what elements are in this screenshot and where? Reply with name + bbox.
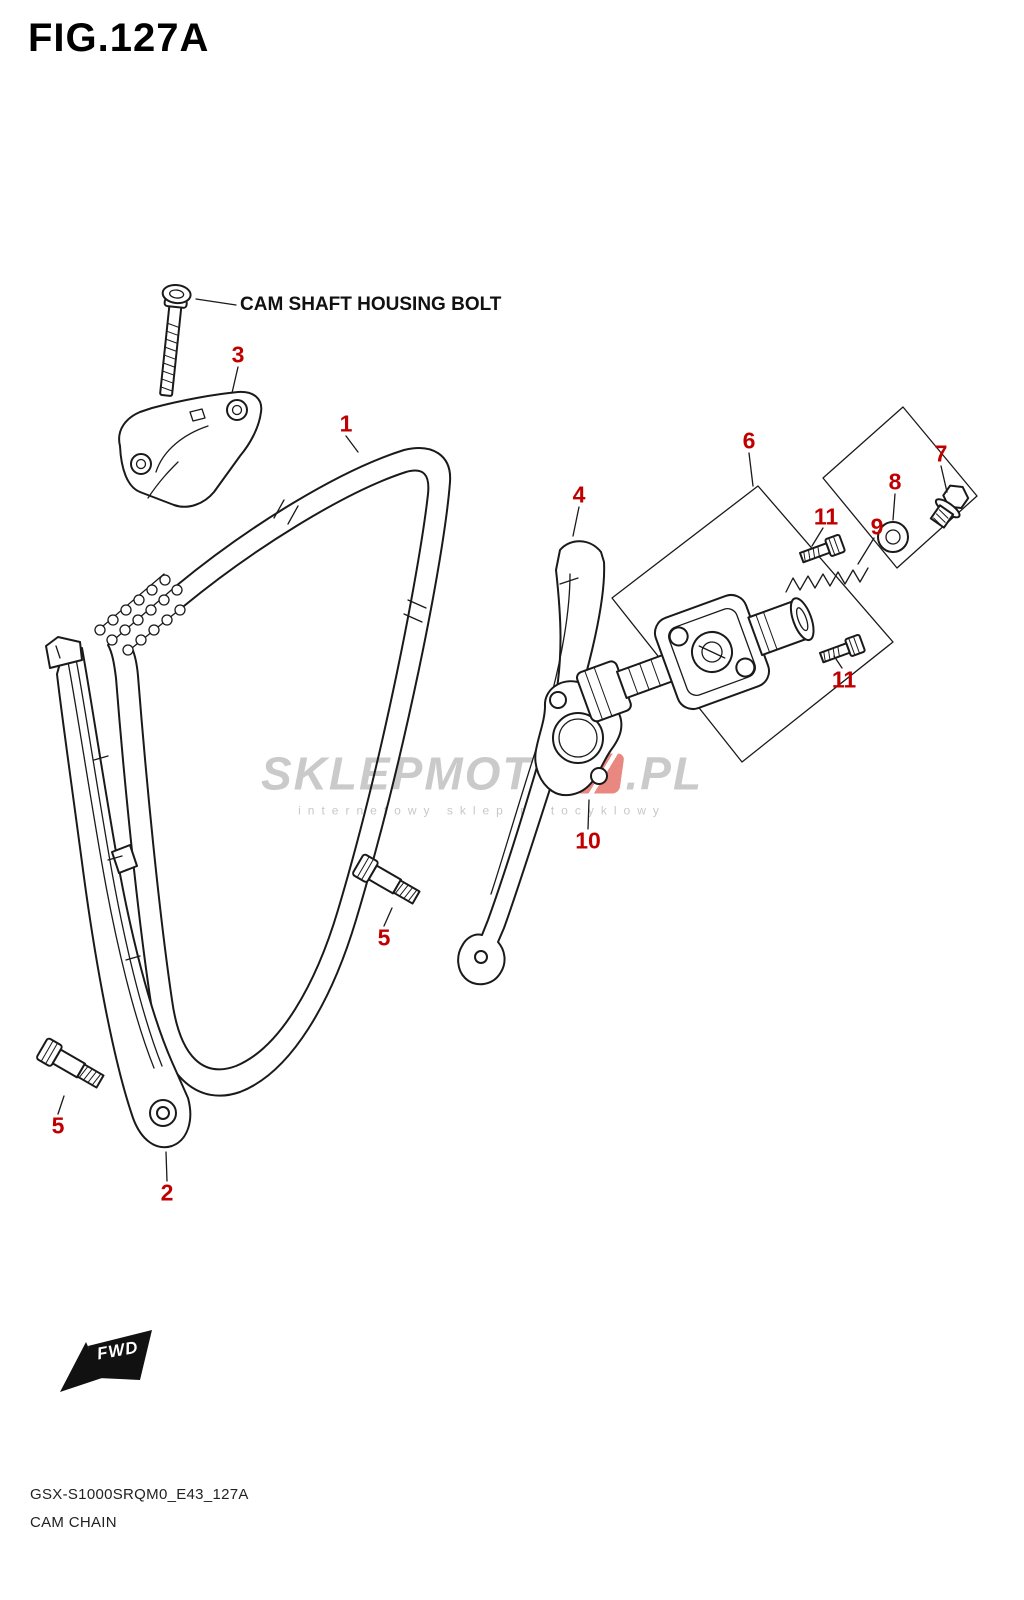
- housing-bolt-annotation: CAM SHAFT HOUSING BOLT: [240, 294, 502, 315]
- callout-part-11-lower: 11: [831, 666, 857, 693]
- cam-shaft-holder-drawing: [118, 390, 263, 508]
- callout-part-6: 6: [742, 427, 756, 454]
- figure-title: FIG.127A: [28, 16, 210, 60]
- cam-shaft-housing-bolt-drawing: [159, 283, 192, 397]
- cam-chain-drawing: [94, 447, 452, 1097]
- watermark: SKLEPMOTO .PL internetowy sklep motocykl…: [261, 747, 703, 818]
- callout-part-4: 4: [572, 481, 586, 508]
- tensioner-bolt-lower-drawing: [817, 633, 867, 668]
- footer: GSX-S1000SRQM0_E43_127A CAM CHAIN: [30, 1486, 249, 1531]
- callout-part-7: 7: [934, 440, 948, 467]
- watermark-suffix: .PL: [625, 747, 704, 800]
- footer-figure-title: CAM CHAIN: [30, 1514, 117, 1531]
- tensioner-bolt-upper-drawing: [797, 533, 847, 568]
- watermark-text: SKLEPMOTO: [260, 747, 570, 800]
- tensioner-spring-drawing: [785, 567, 869, 593]
- pivot-bolt-left-drawing: [35, 1036, 108, 1093]
- callout-part-5-right: 5: [377, 924, 391, 951]
- fwd-arrow: [60, 1330, 152, 1392]
- callout-part-3: 3: [231, 341, 245, 368]
- callout-part-5-left: 5: [51, 1112, 65, 1139]
- washer-drawing: [877, 521, 909, 553]
- watermark-subtitle: internetowy sklep motocyklowy: [298, 803, 666, 818]
- callout-part-1: 1: [339, 410, 353, 437]
- callout-part-10: 10: [575, 827, 601, 854]
- tensioner-drawing: [575, 593, 815, 723]
- callout-part-11-upper: 11: [813, 503, 839, 530]
- footer-model-code: GSX-S1000SRQM0_E43_127A: [30, 1486, 249, 1503]
- callout-part-9: 9: [870, 513, 884, 540]
- front-guide-drawing: [45, 636, 192, 1149]
- callout-part-8: 8: [888, 468, 902, 495]
- bolt-washer-box: [822, 406, 978, 569]
- leader-lines: [57, 298, 948, 1182]
- watermark-line: SKLEPMOTO .PL: [261, 747, 703, 801]
- union-bolt-drawing: [929, 484, 970, 529]
- callout-part-2: 2: [160, 1179, 174, 1206]
